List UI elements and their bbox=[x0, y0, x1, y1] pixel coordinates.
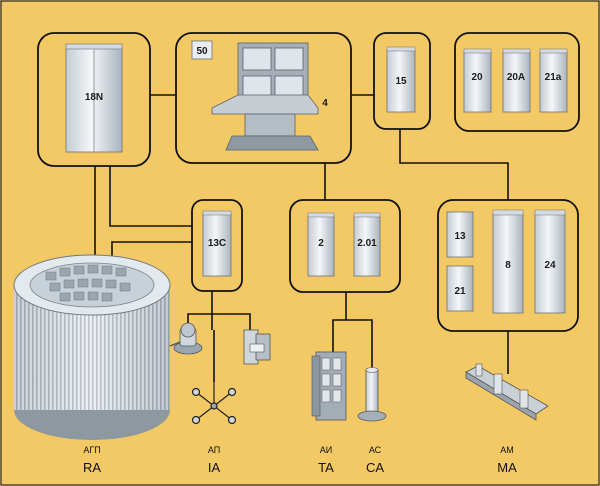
control-room-box: 50 4 bbox=[175, 32, 352, 164]
junction-box bbox=[243, 329, 271, 365]
connection-lines bbox=[94, 94, 509, 382]
cabinet-label-8: 8 bbox=[505, 260, 511, 271]
subsystem-code-ma: MA bbox=[497, 460, 517, 475]
ca-sensor bbox=[357, 367, 387, 422]
group-2-box: 2 2.01 bbox=[289, 199, 401, 293]
cabinet-label-2-01: 2.01 bbox=[357, 238, 377, 249]
group-18n-box: 18N bbox=[37, 32, 151, 167]
subsystem-ru-am: АМ bbox=[500, 445, 514, 455]
subsystem-ru-agp: АГП bbox=[83, 445, 100, 455]
group-15-box: 15 bbox=[373, 32, 431, 130]
cabinet-label-50: 50 bbox=[196, 46, 208, 57]
subsystem-labels: АГП RA АП IA АИ TA АС CA АМ MA bbox=[83, 445, 517, 475]
cabinet-label-13c: 13C bbox=[208, 238, 226, 249]
cabinet-label-21: 21 bbox=[454, 286, 466, 297]
subsystem-ru-ap: АП bbox=[208, 445, 220, 455]
operator-console: 4 bbox=[211, 42, 328, 151]
cabinet-label-21a: 21a bbox=[545, 72, 562, 83]
console-label: 4 bbox=[322, 98, 328, 109]
subsystem-ru-ai: АИ bbox=[320, 445, 332, 455]
pressure-sensor bbox=[169, 322, 203, 355]
cabinet-label-2: 2 bbox=[318, 238, 324, 249]
reactor-core bbox=[13, 254, 171, 440]
subsystem-code-ta: TA bbox=[318, 460, 334, 475]
ionization-chamber-block bbox=[311, 351, 347, 421]
mechanism-rail bbox=[465, 363, 549, 421]
group-20-box: 20 20A 21a bbox=[454, 32, 580, 132]
cabinet-label-20: 20 bbox=[471, 72, 483, 83]
cabinet-label-13: 13 bbox=[454, 231, 466, 242]
cabinet-label-15: 15 bbox=[395, 76, 407, 87]
detector-cross bbox=[191, 382, 237, 425]
cabinet-label-20a: 20A bbox=[507, 72, 525, 83]
subsystem-code-ia: IA bbox=[208, 460, 221, 475]
cabinet-label-24: 24 bbox=[544, 260, 556, 271]
subsystem-ru-as: АС bbox=[369, 445, 382, 455]
subsystem-code-ca: CA bbox=[366, 460, 384, 475]
group-ma-box: 13 21 8 24 bbox=[437, 199, 579, 332]
group-13c-box: 13C bbox=[191, 199, 243, 292]
cabinet-label-18n: 18N bbox=[85, 92, 103, 103]
subsystem-code-ra: RA bbox=[83, 460, 101, 475]
